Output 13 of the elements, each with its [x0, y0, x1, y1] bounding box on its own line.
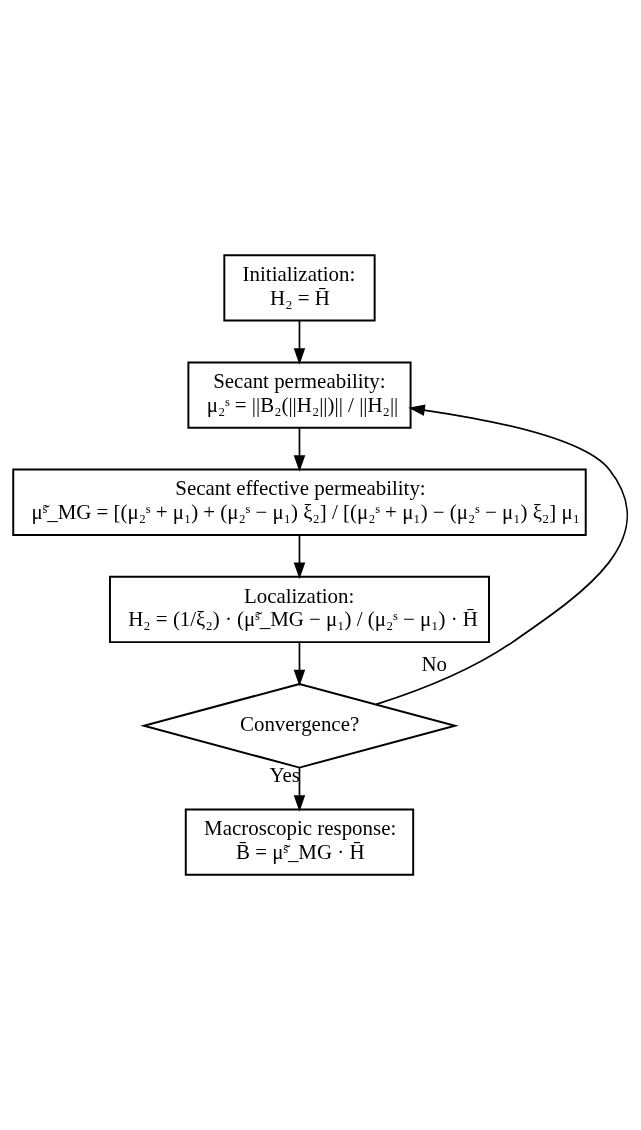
- arrow: [293, 319, 306, 365]
- arrow: [293, 534, 306, 579]
- arrow: [293, 767, 306, 812]
- arrow: [293, 426, 306, 472]
- node-box: Initialization: H₂ = H̄: [223, 254, 376, 322]
- arrow: [293, 641, 306, 687]
- arrow: [375, 404, 629, 706]
- node-box: Secant permeability: μ₂ˢ = ||B₂(||H₂||)|| / ||H₂||: [187, 361, 412, 429]
- node-box: Localization: H₂ = (1/ξ₂) · (μ̃ˢ_MG − μ₁) / (μ₂ˢ − μ₁) · H̄: [108, 575, 490, 644]
- node-diamond: Convergence?: [140, 682, 459, 769]
- edge-label: No: [421, 651, 447, 676]
- node-box: Macroscopic response: B̄ = μ̃ˢ_MG · H̄: [184, 808, 415, 876]
- node-box: Secant effective permeability: μ̃ˢ_MG = [(μ₂ˢ + μ₁) + (μ₂ˢ − μ₁) ξ₂] / [(μ₂ˢ + μ₁) − (μ₂ˢ − μ₁) ξ₂] μ₁: [12, 468, 587, 536]
